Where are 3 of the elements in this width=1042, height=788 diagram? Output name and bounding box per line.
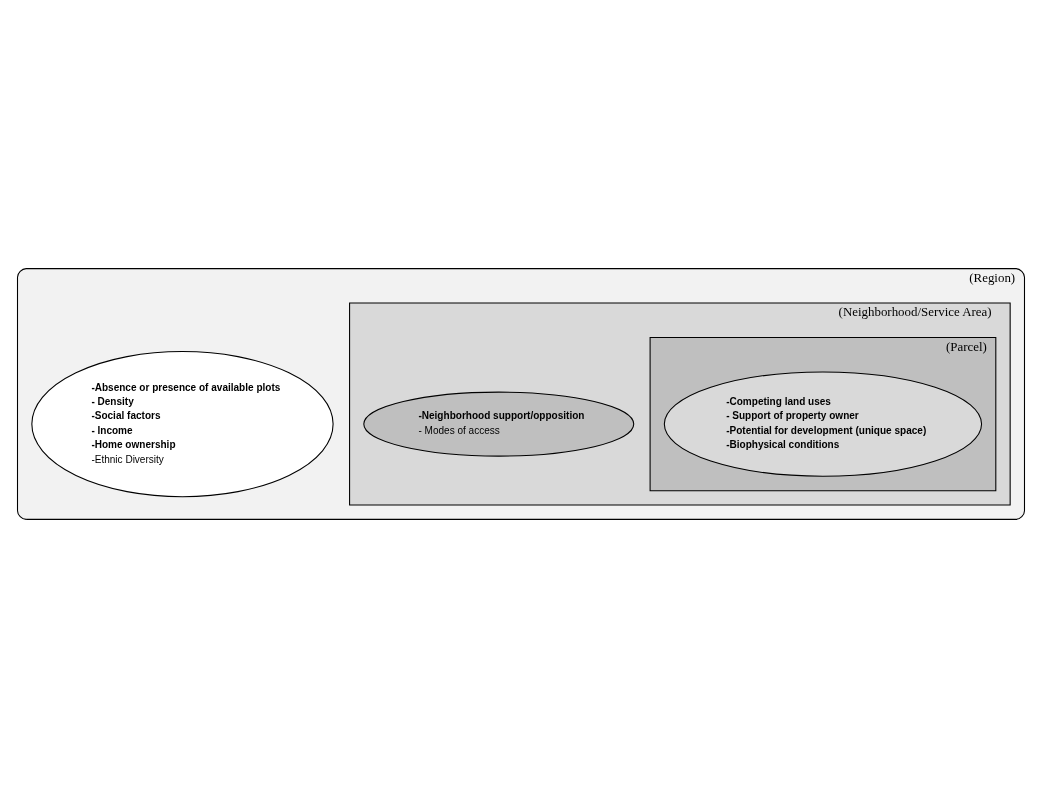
node-ellipse: -Neighborhood support/opposition - Modes of access [363, 391, 635, 457]
node-ellipse: -Absence or presence of available plots - Density -Social factors - Income -Home ownership -Ethnic Diversity [31, 350, 334, 498]
node-ellipse: -Competing land uses - Support of property owner -Potential for development (unique space) -Biophysical conditions [663, 371, 983, 477]
